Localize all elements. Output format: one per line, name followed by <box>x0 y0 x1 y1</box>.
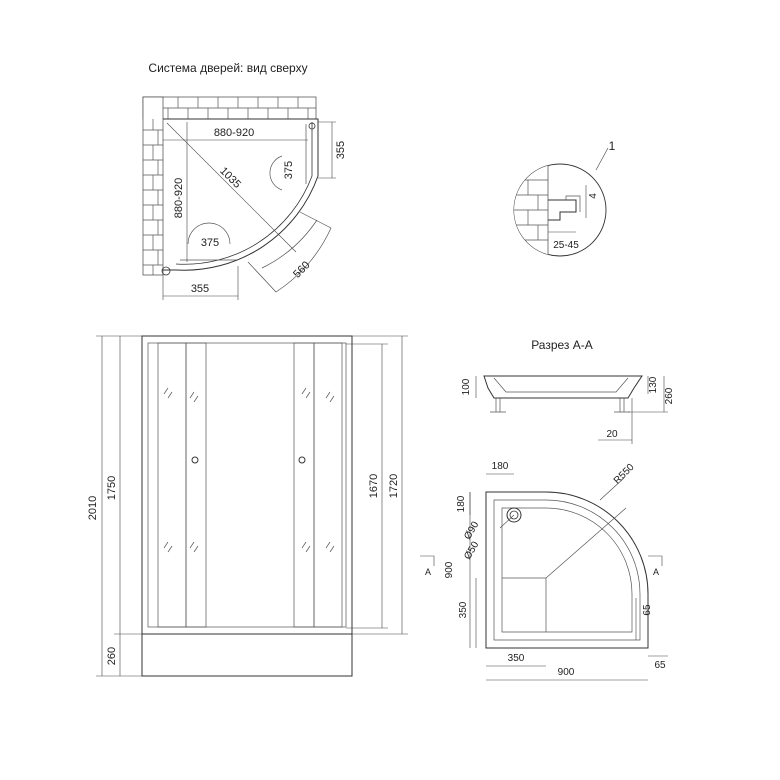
section-leg-height-label: 260 <box>664 387 675 404</box>
rim-right-label: 65 <box>642 604 653 616</box>
diagonal-dim-label: 1035 <box>217 165 243 191</box>
drain-outer-diameter-label: Ø90 <box>462 519 481 541</box>
total-height-label: 2010 <box>87 496 99 520</box>
section-view: 100 130 260 20 <box>461 375 675 444</box>
drain-y-label: 180 <box>456 495 467 512</box>
cabin-height-label: 1750 <box>106 476 118 500</box>
brick-wall-top <box>142 96 317 120</box>
rim-bottom-label: 65 <box>654 660 666 671</box>
brick-wall-left <box>142 96 164 276</box>
drain-x-label: 180 <box>492 461 509 472</box>
corner-y-label: 350 <box>458 601 469 618</box>
tray-plan: 180 180 R550 Ø90 Ø50 900 350 350 900 65 … <box>420 461 668 681</box>
section-title: Разрез А-А <box>531 338 593 352</box>
cut-marker-right: A <box>653 567 659 577</box>
radius-label: R550 <box>612 462 637 487</box>
door-arc-left-label: 375 <box>201 237 219 249</box>
section-rim-height-label: 130 <box>648 376 659 393</box>
corner-x-label: 350 <box>508 653 525 664</box>
section-tray-height-label: 100 <box>461 378 472 395</box>
door-arc-top-label: 375 <box>283 161 295 179</box>
top-view-title: Система дверей: вид сверху <box>148 61 307 75</box>
section-offset-label: 20 <box>606 429 618 440</box>
detail-range-label: 25-45 <box>553 240 579 251</box>
drain-inner-diameter-label: Ø50 <box>462 539 481 561</box>
outer-height-label: 1720 <box>388 474 400 498</box>
cut-marker-left: A <box>425 567 431 577</box>
front-view: 2010 1750 260 1670 1720 <box>87 335 408 677</box>
profile-detail: 1 4 25-45 <box>513 139 616 257</box>
detail-callout-number: 1 <box>609 139 616 153</box>
top-view: 880-920 880-920 1035 355 355 375 375 560 <box>142 96 347 300</box>
inner-height-label: 1670 <box>368 474 380 498</box>
depth-dim-label: 880-920 <box>173 178 185 218</box>
side-dim-label: 355 <box>335 141 347 159</box>
tray-depth-label: 900 <box>444 561 455 578</box>
width-dim-label: 880-920 <box>214 127 254 139</box>
tray-height-label: 260 <box>106 647 118 665</box>
detail-gap-label: 4 <box>588 193 599 199</box>
bottom-dim-label: 355 <box>191 283 209 295</box>
tray-width-label: 900 <box>558 667 575 678</box>
